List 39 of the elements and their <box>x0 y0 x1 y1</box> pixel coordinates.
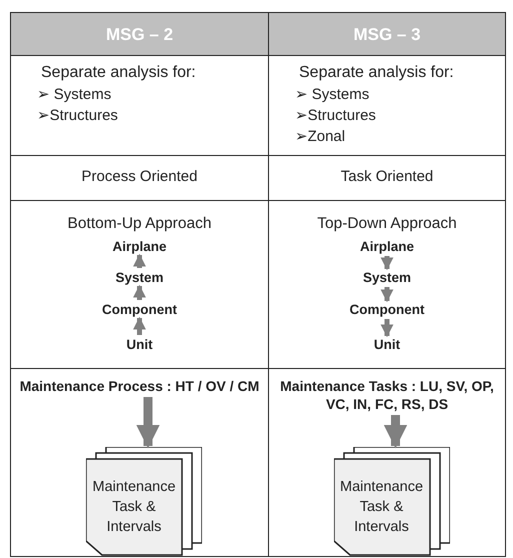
list-item: ➢ Systems <box>37 85 112 103</box>
table-cell <box>10 368 269 557</box>
table-cell <box>10 55 269 157</box>
hierarchy-label: Airplane <box>112 239 166 254</box>
table-cell <box>10 200 269 370</box>
arrow <box>133 254 146 268</box>
arrow <box>133 284 146 300</box>
hierarchy-label: System <box>362 270 412 285</box>
list-item: ➢Structures <box>295 106 376 124</box>
cell-text: Task Oriented <box>340 168 434 185</box>
cell-heading: Top-Down Approach <box>317 215 457 233</box>
arrow <box>384 415 408 448</box>
cell-text: Process Oriented <box>82 168 198 185</box>
header-cell: MSG – 3 <box>268 12 506 57</box>
cell-text: Separate analysis for: <box>299 64 454 82</box>
hierarchy-label: Unit <box>126 337 153 352</box>
arrow <box>136 397 160 448</box>
list-item: ➢Structures <box>37 106 118 124</box>
header-cell: MSG – 2 <box>10 12 269 57</box>
hierarchy-label: Unit <box>374 337 400 352</box>
cell-text: Maintenance Process : HT / OV / CM <box>16 377 262 395</box>
table-cell <box>268 155 506 202</box>
list-item: ➢ Systems <box>295 85 370 103</box>
hierarchy-label: Component <box>350 302 424 317</box>
list-item: ➢Zonal <box>295 127 346 145</box>
hierarchy-label: Component <box>102 302 177 317</box>
hierarchy-label: System <box>115 270 164 285</box>
cell-text: Maintenance Tasks : LU, SV, OP, VC, IN, FC, RS, DS <box>274 377 500 413</box>
arrow <box>133 316 146 335</box>
hierarchy-label: Airplane <box>360 239 414 254</box>
cell-heading: Bottom-Up Approach <box>68 215 212 233</box>
arrow <box>380 287 394 302</box>
table-cell <box>268 200 506 370</box>
arrow <box>380 256 394 270</box>
table-cell <box>268 55 506 157</box>
cell-text: Separate analysis for: <box>41 64 196 82</box>
table-cell <box>10 155 269 202</box>
arrow <box>380 319 394 338</box>
table-cell <box>268 368 506 557</box>
